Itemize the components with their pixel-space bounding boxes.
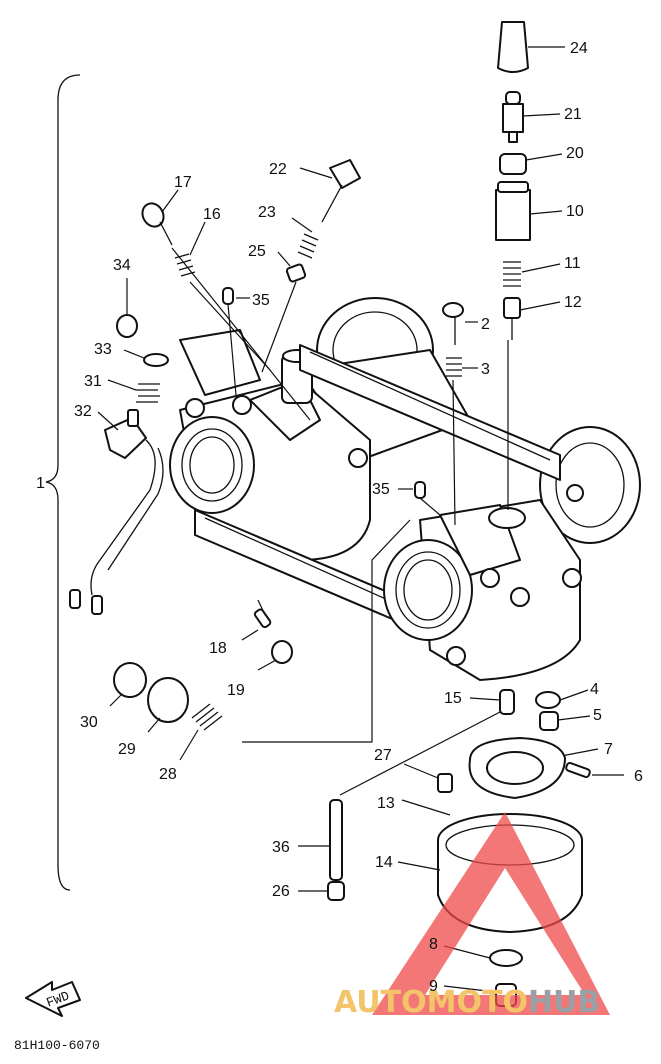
label-4: 4 — [590, 681, 599, 698]
spring-16 — [174, 221, 206, 277]
label-32: 32 — [74, 403, 92, 420]
label-27: 27 — [374, 747, 392, 764]
screw-5 — [539, 711, 591, 731]
label-35a: 35 — [252, 292, 270, 309]
label-18: 18 — [209, 640, 227, 657]
cap-30 — [109, 662, 147, 707]
screw-2 — [442, 302, 478, 345]
jet-35-lower — [398, 481, 441, 516]
label-29: 29 — [118, 741, 136, 758]
part-code: 81H100-6070 — [14, 1038, 100, 1053]
jet-26 — [298, 881, 345, 901]
label-14: 14 — [375, 854, 393, 871]
callout-labels: 24 21 20 10 11 12 22 17 16 23 25 34 35 2… — [74, 40, 643, 995]
watermark-text-b: HUB — [528, 985, 600, 1020]
washer-8 — [443, 945, 523, 967]
watermark-text: AUTOMOTOHUB — [334, 985, 600, 1020]
spring-23 — [291, 217, 319, 259]
spring-3 — [446, 357, 478, 377]
label-28: 28 — [159, 766, 177, 783]
assembly-bracket — [45, 74, 81, 891]
washer-33 — [123, 349, 169, 367]
washer-4 — [535, 689, 589, 709]
label-8: 8 — [429, 936, 438, 953]
label-22: 22 — [269, 161, 287, 178]
label-20: 20 — [566, 145, 584, 162]
label-6: 6 — [634, 768, 643, 785]
label-9: 9 — [429, 978, 438, 995]
label-7: 7 — [604, 741, 613, 758]
watermark-logo: AUTOMOTOHUB — [334, 812, 610, 1020]
label-34: 34 — [113, 257, 131, 274]
label-15: 15 — [444, 690, 462, 707]
label-17: 17 — [174, 174, 192, 191]
label-23: 23 — [258, 204, 276, 221]
nut-19 — [257, 640, 293, 671]
spring-28 — [179, 703, 223, 761]
label-11: 11 — [564, 255, 581, 272]
label-25: 25 — [248, 243, 266, 260]
fwd-arrow: FWD — [25, 981, 81, 1017]
label-5: 5 — [593, 707, 602, 724]
label-13: 13 — [377, 795, 395, 812]
pin-18 — [241, 608, 272, 641]
carburetor-right — [383, 484, 584, 681]
label-24: 24 — [570, 40, 588, 57]
float-13 — [401, 737, 566, 816]
label-3: 3 — [481, 361, 490, 378]
needle-jet-36 — [298, 799, 343, 881]
label-12: 12 — [564, 294, 582, 311]
cap-34 — [116, 278, 138, 338]
jet-15 — [339, 689, 515, 796]
watermark-text-a: AUTOMOTO — [334, 985, 528, 1020]
spring-31 — [107, 379, 160, 403]
pilot-screw-17 — [141, 189, 179, 246]
label-10: 10 — [566, 203, 584, 220]
label-19: 19 — [227, 682, 245, 699]
jet-35-upper — [222, 287, 250, 396]
screw-21 — [502, 91, 561, 143]
carburetor-body-right-rear — [539, 426, 641, 544]
nut-20 — [499, 153, 563, 175]
assembly-label: 1 — [36, 475, 45, 492]
label-35b: 35 — [372, 481, 390, 498]
label-2: 2 — [481, 316, 490, 333]
cap-29 — [147, 677, 189, 733]
jet-27 — [403, 763, 453, 793]
needle-12 — [503, 297, 561, 340]
pin-6 — [565, 761, 624, 779]
label-36: 36 — [272, 839, 290, 856]
label-26: 26 — [272, 883, 290, 900]
label-21: 21 — [564, 106, 582, 123]
washer-25 — [277, 251, 307, 283]
label-30: 30 — [80, 714, 98, 731]
starter-plunger-32 — [69, 409, 164, 615]
spring-11 — [503, 261, 561, 287]
holder-10 — [495, 181, 563, 241]
throttle-screw-22 — [299, 159, 361, 223]
label-31: 31 — [84, 373, 102, 390]
watermark-triangle — [372, 812, 610, 1015]
label-16: 16 — [203, 206, 221, 223]
cap-24 — [497, 21, 565, 73]
label-33: 33 — [94, 341, 112, 358]
